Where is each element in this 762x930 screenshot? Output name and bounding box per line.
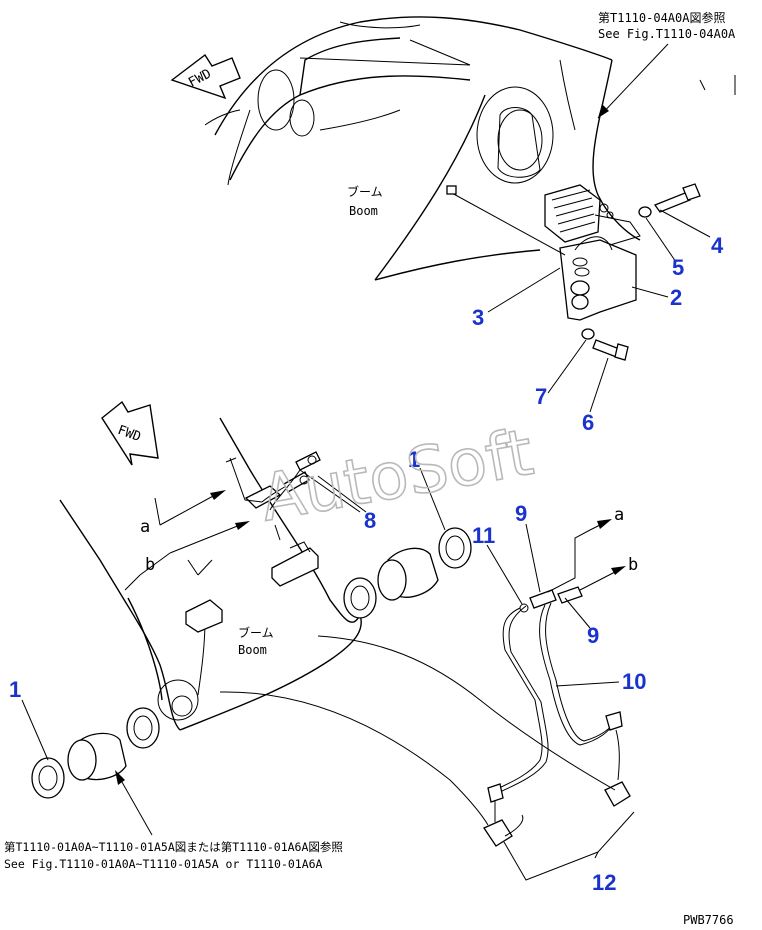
boom-label-lower-en: Boom [238,643,267,657]
callout-9-lower: 9 [587,623,599,648]
connection-arrow-b-left [124,521,250,591]
connection-letter-a-left: a [140,517,150,537]
callout-9-upper: 9 [515,501,527,526]
upper-boom-outline [204,16,736,281]
callout-1-lower: 1 [9,677,21,702]
washer-5 [638,206,652,218]
nut-and-washer [570,280,590,310]
connection-letter-a-right: a [614,505,624,525]
boom-label-top-en: Boom [349,204,378,218]
fwd-arrow-lower: FWD [101,400,159,466]
callout-8: 8 [364,508,376,533]
watermark: AutoSoft [255,416,539,537]
harness-10 [539,602,623,781]
connection-arrow-b-right [579,566,626,591]
washer-7 [581,328,595,340]
reference-bottom-leader [115,770,153,836]
boom-label-lower-jp: ブーム [238,625,274,640]
bushing-upper-set [343,527,472,619]
harness-11 [487,605,549,822]
callout-11: 11 [472,523,495,548]
connection-letter-b-left: b [145,555,155,575]
reference-bottom-jp: 第T1110-01A0A~T1110-01A5A図または第T1110-01A6A… [4,840,343,854]
boom-label-top-jp: ブーム [347,184,383,199]
bushing-lower-set [31,707,160,799]
connector-9-pair [519,586,583,613]
lower-boom-outline [59,417,362,731]
callout-4: 4 [711,233,724,258]
callout-5: 5 [672,255,684,280]
reference-top-jp: 第T1110-04A0A図参照 [598,10,725,25]
work-lamp [544,184,641,246]
bolt-4 [653,183,701,213]
reference-top-en: See Fig.T1110-04A0A [598,27,736,41]
lamp-bracket [559,236,637,321]
callout-10: 10 [622,669,646,694]
callout-2: 2 [670,285,682,310]
callout-6: 6 [582,410,594,435]
bolt-leader-line [449,191,566,256]
callout-7: 7 [535,384,547,409]
svg-text:FWD: FWD [116,423,143,445]
callout-12: 12 [592,870,616,895]
callout-leaders [21,209,711,881]
connector-12-pair [483,781,631,847]
boom-harness-line [317,635,616,791]
callout-3: 3 [472,305,484,330]
boom-harness-line-lower [219,691,489,826]
reference-top-leader [597,43,669,119]
callout-1-upper: 1 [408,447,420,472]
fwd-arrow-top: FWD [170,53,241,100]
connection-arrow-a-left [154,490,226,526]
bolt-6 [592,339,629,361]
connection-arrow-a-right [547,519,612,593]
wiring-terminal-8 [225,451,361,513]
small-bolt-head [446,185,457,195]
reference-bottom-en: See Fig.T1110-01A0A~T1110-01A5A or T1110… [4,857,323,871]
connection-letter-b-right: b [628,555,638,575]
drawing-code: PWB7766 [683,913,734,927]
svg-text:FWD: FWD [186,66,214,90]
